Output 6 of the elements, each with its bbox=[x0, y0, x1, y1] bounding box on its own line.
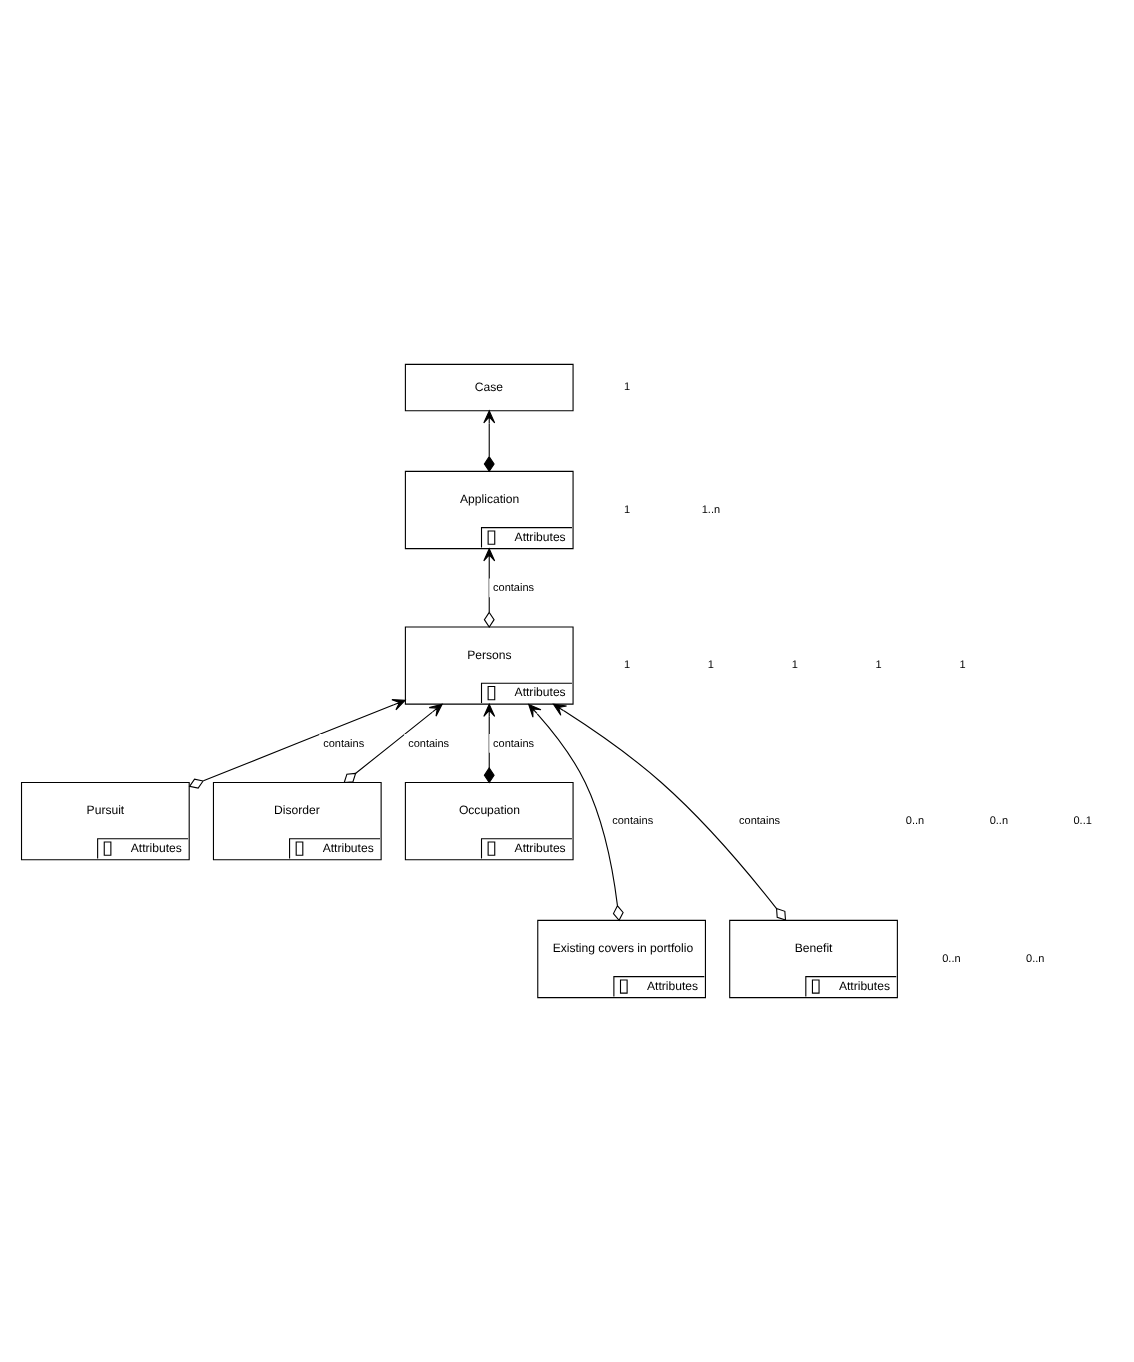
arrow bbox=[343, 703, 443, 784]
arrow bbox=[483, 548, 496, 628]
arrow bbox=[188, 699, 406, 789]
arrow bbox=[528, 704, 624, 922]
arrow bbox=[483, 410, 496, 473]
arrow bbox=[483, 703, 496, 784]
